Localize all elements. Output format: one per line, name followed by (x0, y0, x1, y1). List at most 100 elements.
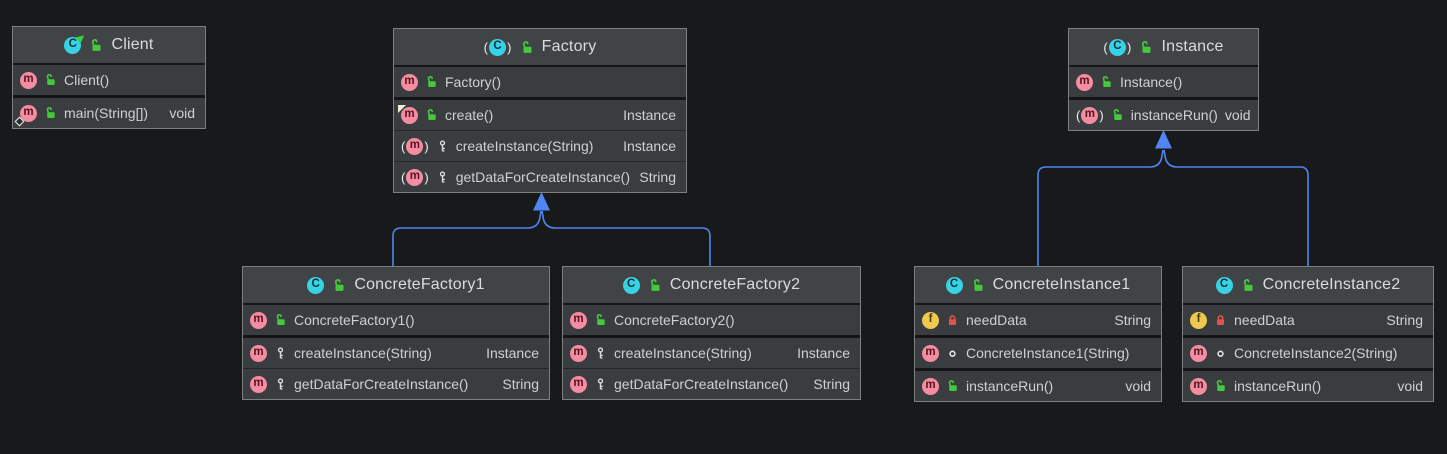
method-icon (20, 71, 37, 89)
member-name: ConcreteFactory1() (294, 312, 415, 328)
field-icon (922, 311, 939, 329)
member-row[interactable]: ConcreteInstance1(String) (915, 335, 1161, 368)
member-name: create() (445, 107, 494, 123)
class-header[interactable]: ConcreteFactory1 (243, 267, 549, 305)
inheritance-edge-concreteinstance2-instance[interactable] (1163, 149, 1309, 266)
member-name: getDataForCreateInstance() (294, 376, 469, 392)
member-row[interactable]: ConcreteFactory1() (243, 305, 549, 335)
method-icon (250, 375, 267, 393)
member-row[interactable]: getDataForCreateInstance() String (563, 368, 860, 399)
class-header[interactable]: Client (13, 27, 205, 65)
inheritance-edge-concreteinstance1-instance[interactable] (1037, 149, 1164, 266)
class-title: Factory (541, 38, 597, 55)
method-icon (398, 104, 418, 124)
public-icon (92, 38, 101, 51)
abstract-method-icon (401, 137, 429, 155)
class-node-instance[interactable]: Instance Instance() instanceRun() void (1068, 28, 1259, 131)
public-icon (46, 107, 55, 119)
abstract-class-icon (484, 38, 512, 56)
class-node-concreteinstance1[interactable]: ConcreteInstance1 needData String Concre… (914, 266, 1162, 402)
member-type: Instance (797, 345, 850, 361)
member-row[interactable]: create() Instance (394, 97, 686, 130)
abstract-method-icon (1076, 106, 1104, 124)
public-icon (650, 278, 660, 291)
member-row[interactable]: getDataForCreateInstance() String (394, 161, 686, 192)
public-icon (276, 314, 285, 326)
member-name: main(String[]) (64, 105, 149, 121)
member-row[interactable]: createInstance(String) Instance (243, 335, 549, 368)
class-header[interactable]: Instance (1069, 29, 1258, 67)
method-icon (250, 344, 267, 362)
public-icon (1243, 278, 1253, 291)
package-private-icon (949, 350, 956, 357)
member-type: void (1397, 378, 1423, 394)
member-row[interactable]: instanceRun() void (1069, 97, 1258, 130)
protected-icon (277, 378, 284, 390)
member-type: String (639, 169, 676, 185)
member-name: Factory() (445, 74, 501, 90)
class-header[interactable]: Factory (394, 29, 686, 67)
public-icon (948, 380, 957, 392)
class-header[interactable]: ConcreteInstance2 (1183, 267, 1433, 305)
member-row[interactable]: createInstance(String) Instance (394, 130, 686, 161)
member-name: Instance() (1120, 74, 1183, 90)
public-icon (1216, 380, 1225, 392)
method-icon (1190, 344, 1207, 362)
protected-icon (277, 347, 284, 359)
member-row[interactable]: needData String (1183, 305, 1433, 335)
method-icon (570, 311, 587, 329)
member-name: createInstance(String) (455, 138, 594, 154)
member-type: void (169, 105, 195, 121)
public-icon (1102, 76, 1111, 88)
member-name: instanceRun() (1130, 107, 1218, 123)
member-name: instanceRun() (1234, 378, 1322, 394)
member-name: needData (966, 312, 1027, 328)
inheritance-edge-concretefactory1-factory[interactable] (392, 210, 542, 266)
class-header[interactable]: ConcreteFactory2 (563, 267, 860, 305)
protected-icon (597, 347, 604, 359)
method-icon (922, 344, 939, 362)
member-name: getDataForCreateInstance() (455, 169, 630, 185)
abstract-class-icon (1103, 38, 1131, 56)
class-header[interactable]: ConcreteInstance1 (915, 267, 1161, 305)
member-type: Instance (623, 138, 676, 154)
member-row[interactable]: createInstance(String) Instance (563, 335, 860, 368)
member-row[interactable]: needData String (915, 305, 1161, 335)
class-icon (307, 276, 325, 294)
inheritance-edge-concretefactory2-factory[interactable] (541, 210, 711, 266)
method-icon (1190, 377, 1207, 395)
class-node-concretefactory2[interactable]: ConcreteFactory2 ConcreteFactory2() crea… (562, 266, 861, 400)
member-name: Client() (64, 72, 110, 88)
class-node-client[interactable]: Client Client() main(String[]) void (12, 26, 206, 129)
member-row[interactable]: ConcreteInstance2(String) (1183, 335, 1433, 368)
member-type: String (813, 376, 850, 392)
abstract-method-icon (401, 168, 429, 186)
class-icon (622, 276, 640, 294)
member-name: ConcreteInstance1(String) (966, 345, 1130, 361)
member-row[interactable]: Instance() (1069, 67, 1258, 97)
member-row[interactable]: instanceRun() void (1183, 368, 1433, 401)
class-node-factory[interactable]: Factory Factory() create() Instance crea… (393, 28, 687, 193)
member-row[interactable]: Client() (13, 65, 205, 95)
member-row[interactable]: ConcreteFactory2() (563, 305, 860, 335)
method-icon (570, 375, 587, 393)
member-row[interactable]: Factory() (394, 67, 686, 97)
public-icon (522, 40, 532, 53)
class-node-concreteinstance2[interactable]: ConcreteInstance2 needData String Concre… (1182, 266, 1434, 402)
runnable-class-icon (64, 31, 88, 54)
public-icon (335, 278, 344, 291)
member-name: createInstance(String) (294, 345, 432, 361)
member-type: void (1224, 107, 1251, 123)
member-name: getDataForCreateInstance() (614, 376, 789, 392)
member-type: String (1386, 312, 1423, 328)
member-row[interactable]: instanceRun() void (915, 368, 1161, 401)
member-type: Instance (486, 345, 539, 361)
protected-icon (597, 378, 604, 390)
member-row[interactable]: main(String[]) void (13, 95, 205, 128)
class-node-concretefactory1[interactable]: ConcreteFactory1 ConcreteFactory1() crea… (242, 266, 550, 400)
member-type: void (1125, 378, 1151, 394)
member-row[interactable]: getDataForCreateInstance() String (243, 368, 549, 399)
class-title: ConcreteInstance2 (1262, 276, 1401, 293)
member-name: needData (1234, 312, 1295, 328)
inheritance-arrowhead-factory (533, 192, 550, 211)
